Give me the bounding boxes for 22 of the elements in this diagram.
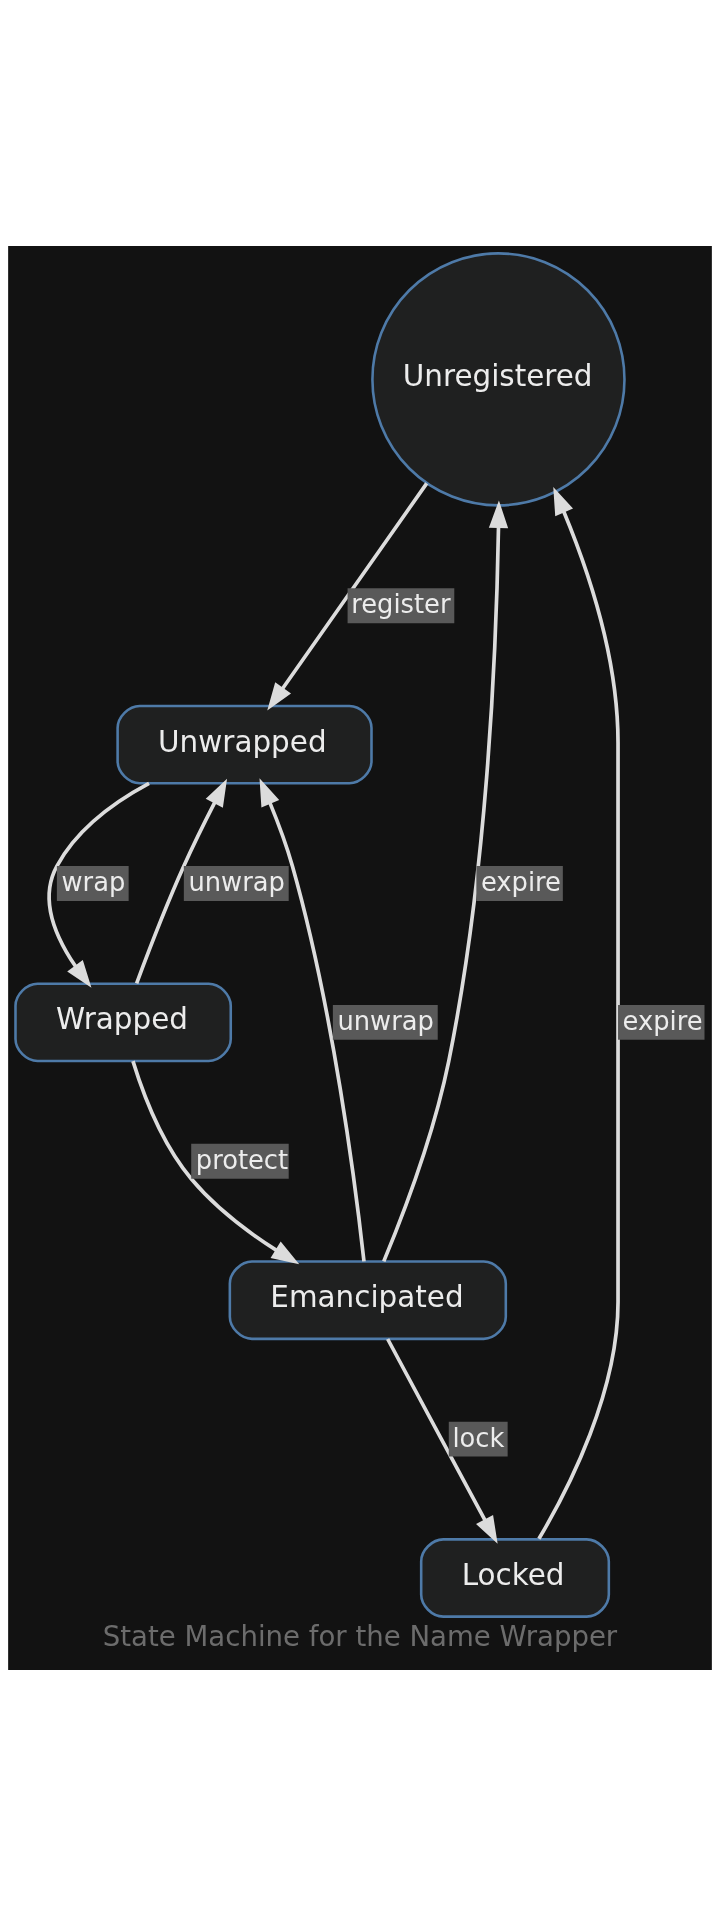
edge-label: lock <box>452 1422 505 1453</box>
edge-label: expire <box>480 867 561 898</box>
edge-label: register <box>351 589 451 620</box>
edge-label: unwrap <box>337 1006 434 1037</box>
arrow <box>131 1060 300 1265</box>
node-box: Wrapped <box>14 982 233 1063</box>
arrow <box>537 486 620 1540</box>
arrow <box>47 781 150 988</box>
edge-label: expire <box>622 1006 703 1037</box>
arrow <box>267 482 429 711</box>
node-box: Emancipated <box>228 1260 508 1341</box>
arrow <box>259 778 366 1262</box>
edge-label: protect <box>195 1145 289 1176</box>
edge-label: unwrap <box>188 867 285 898</box>
arrow <box>386 1338 498 1544</box>
node-box: Unwrapped <box>116 704 373 785</box>
arrow <box>382 500 509 1263</box>
node-circle: Unregistered <box>371 252 626 507</box>
caption: State Machine for the Name Wrapper <box>102 1620 618 1654</box>
arrow <box>134 778 228 984</box>
node-box: Locked <box>419 1538 611 1618</box>
edge-label: wrap <box>61 867 126 898</box>
